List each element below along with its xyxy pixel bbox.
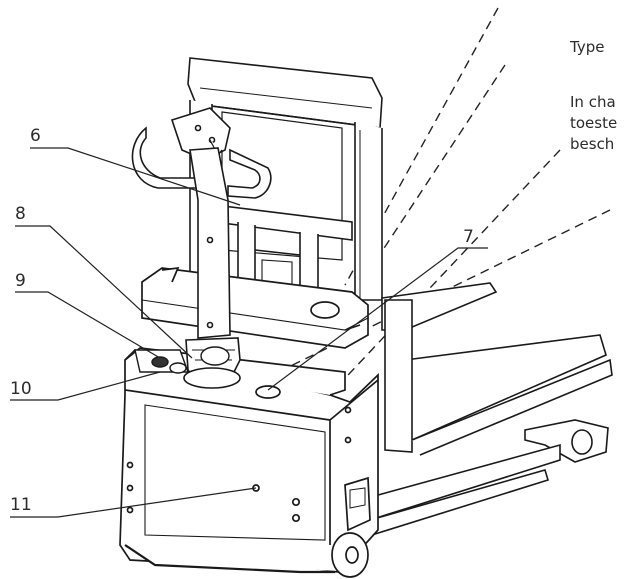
side-text-type: Type [570,38,605,56]
callout-6: 6 [30,126,41,146]
control-cluster [134,346,230,374]
mast-frame [187,57,383,301]
side-text-line3: toeste [570,114,618,132]
callout-9: 9 [15,271,26,291]
callout-10: 10 [10,379,32,399]
callout-11: 11 [10,495,32,515]
forks [358,282,613,535]
callout-7: 7 [463,227,474,247]
chassis [119,266,379,578]
leader-lines [10,147,488,518]
side-text-line4: besch [570,135,615,153]
callout-8: 8 [15,204,26,224]
side-text-line2: In cha [570,93,616,111]
